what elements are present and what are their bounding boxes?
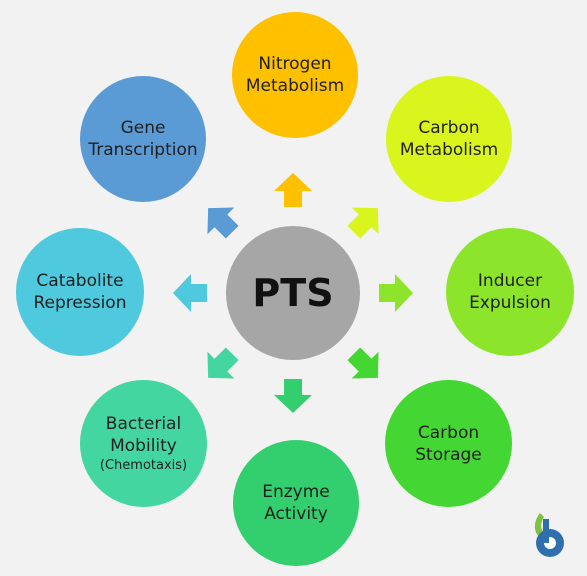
node-label-line: Metabolism [399,140,499,160]
arrow-to-gene-transcription [207,207,239,239]
arrow-to-bacterial-mobility [207,347,239,379]
arrow-to-inducer-expulsion [379,274,413,312]
arrow-to-carbon-storage [347,347,379,379]
node-label-line: Metabolism [245,76,345,96]
node-label-line: (Chemotaxis) [99,457,188,473]
node-label-line: Inducer [477,271,543,291]
node-label-line: Storage [415,444,482,465]
pts-center-label: PTS [252,271,334,315]
node-label-line: Bacterial [105,413,182,434]
node-label-line: Mobility [110,435,177,456]
node-label-line: Activity [264,504,328,524]
arrow-to-catabolite-repression [173,274,207,312]
arrow-to-carbon-metabolism [347,207,379,239]
node-label-line: Carbon [418,118,480,138]
node-label-line: Gene [120,118,166,138]
node-label-line: Enzyme [262,482,330,502]
node-label-line: Catabolite [36,271,124,291]
node-label-line: Nitrogen [258,54,332,74]
arrow-to-nitrogen-metabolism [274,173,312,207]
biology-dictionary-logo-icon [534,513,564,557]
pts-center-circle: PTS [226,226,360,360]
node-label-line: Carbon [417,422,480,443]
arrow-to-enzyme-activity [274,379,312,413]
node-label-line: Expulsion [469,293,551,313]
node-label-line: Transcription [88,140,198,160]
node-label-line: Repression [33,293,127,313]
